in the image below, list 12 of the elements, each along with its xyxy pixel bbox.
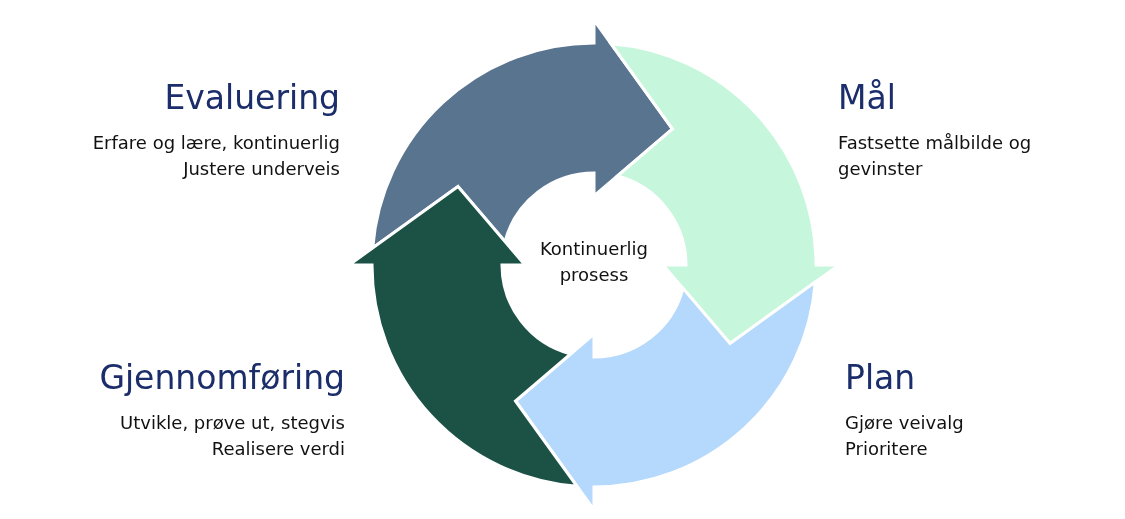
phase-description: Justere underveis [181, 157, 340, 181]
phase-description: Erfare og lære, kontinuerlig [91, 131, 340, 155]
phase-description: Prioritere [845, 437, 929, 461]
phase-heading: Gjennomføring [98, 358, 345, 398]
center-label: Kontinuerlig prosess [538, 237, 650, 287]
phase-heading: Evaluering [163, 78, 340, 118]
phase-description: Utvikle, prøve ut, stegvis [119, 411, 345, 435]
phase-heading: Mål [838, 78, 897, 118]
phase-heading: Plan [845, 358, 917, 398]
phase-description: Realisere verdi [210, 437, 345, 461]
phase-description: Gjøre veivalg [845, 411, 965, 435]
phase-description: Fastsette målbilde og gevinster [838, 131, 1033, 181]
